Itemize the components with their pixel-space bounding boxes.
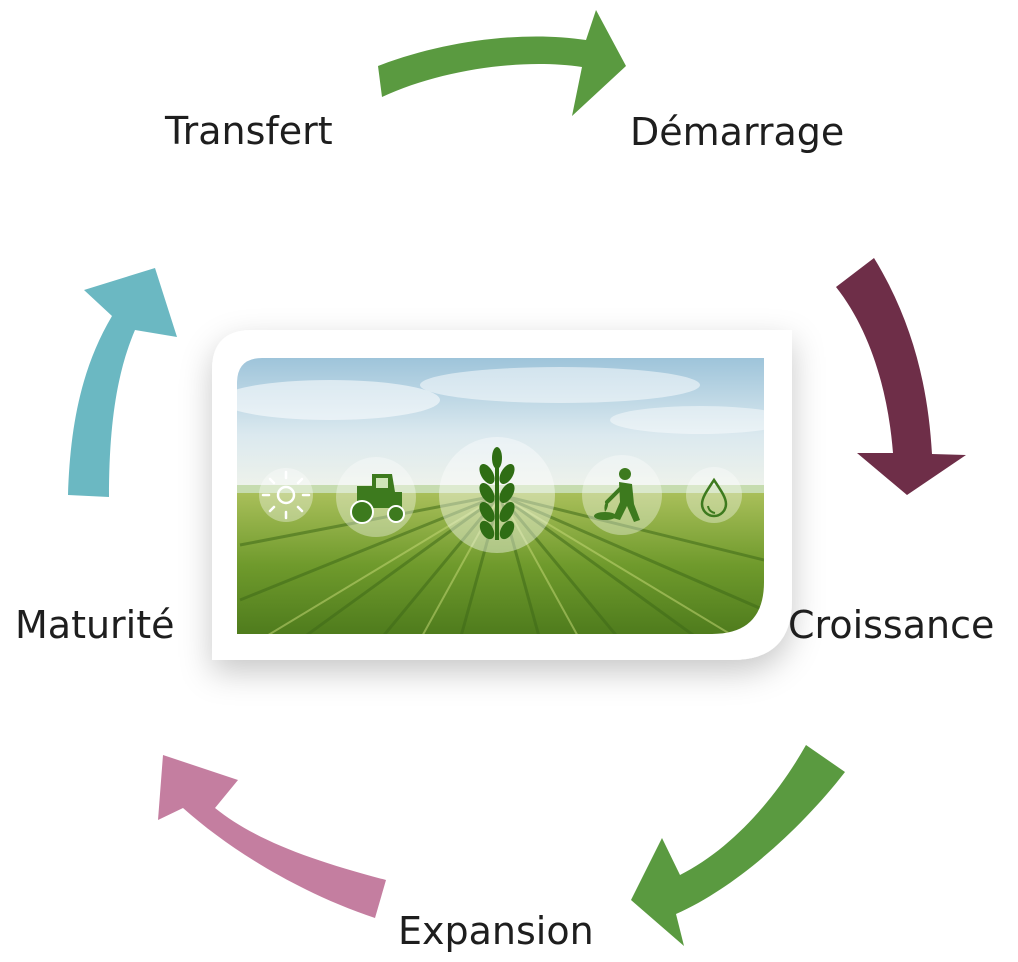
crop-field-photo <box>237 358 764 634</box>
sun-icon <box>259 468 313 522</box>
stage-label-expansion: Expansion <box>398 909 594 953</box>
stage-label-croissance: Croissance <box>788 603 995 647</box>
arrow-expansion-to-maturite <box>158 755 386 918</box>
arrow-maturite-to-transfert <box>68 268 177 497</box>
stage-label-maturite: Maturité <box>15 603 175 647</box>
wheat-icon <box>439 437 555 553</box>
water-drop-icon <box>686 467 742 523</box>
farmer-planting-icon <box>582 455 662 535</box>
arrow-demarrage-to-croissance <box>836 258 966 495</box>
stage-label-transfert: Transfert <box>165 109 333 153</box>
tractor-icon <box>336 457 416 537</box>
center-image-card <box>212 330 792 660</box>
stage-label-demarrage: Démarrage <box>630 110 845 154</box>
arrow-croissance-to-expansion <box>631 745 845 946</box>
arrow-transfert-to-demarrage <box>378 10 626 116</box>
